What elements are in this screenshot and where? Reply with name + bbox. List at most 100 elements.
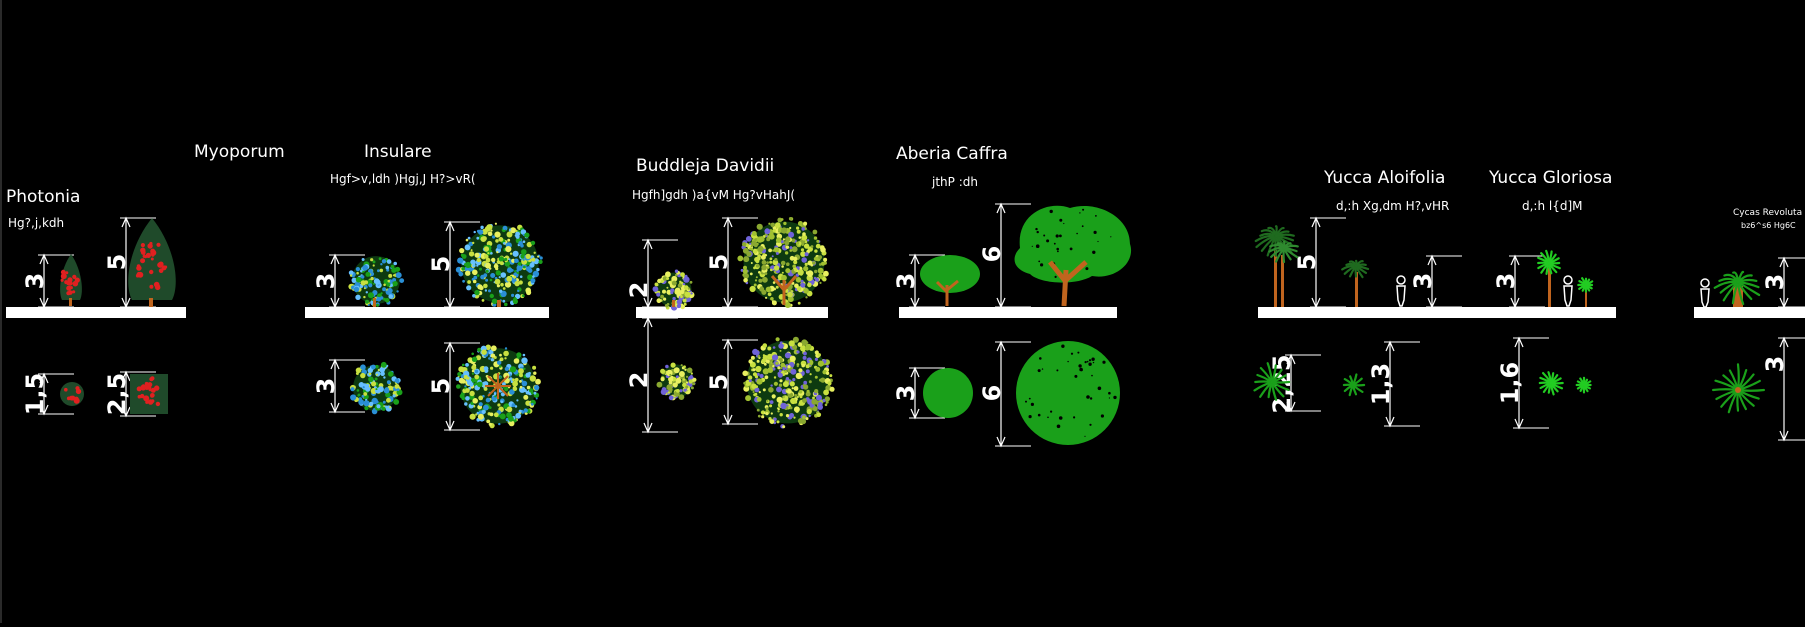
yucca-aloifolia-large-plan	[1253, 362, 1291, 401]
yucca-aloifolia-small-elevation	[1341, 259, 1370, 307]
yucca-gloriosa-tall-elevation	[1537, 249, 1561, 307]
dimension-label: 3	[312, 273, 340, 290]
label-insulare: Insulare	[364, 142, 432, 162]
label-aberia: Aberia Caffra	[896, 144, 1008, 164]
dimension: 5	[1293, 216, 1346, 309]
dimension-label: 5	[705, 254, 733, 271]
buddleja-small-elevation	[652, 269, 695, 311]
yucca-gloriosa-small-plan	[1575, 376, 1592, 394]
dimension-label: 3	[1761, 356, 1789, 373]
dimension-label: 3	[1409, 273, 1437, 290]
dimension-label: 5	[103, 254, 131, 271]
dimension: 3	[21, 253, 74, 309]
dimension-label: 6	[978, 385, 1006, 402]
dimension: 6	[978, 202, 1031, 309]
aberia-small-elevation	[920, 255, 980, 306]
dimension: 1,6	[1496, 336, 1549, 430]
dimension: 1,5	[21, 372, 74, 416]
dimension: 3	[1761, 256, 1805, 309]
human-figure-yucca	[1396, 275, 1406, 307]
dimension: 2,5	[103, 370, 156, 418]
dimension-label: 2	[625, 372, 653, 389]
dimension: 5	[427, 341, 480, 432]
dimension: 5	[103, 216, 156, 309]
buddleja-large-elevation	[737, 217, 829, 308]
dimension-label: 5	[427, 378, 455, 395]
dimension: 3	[892, 253, 945, 309]
ground-line-aberia	[899, 307, 1117, 318]
yucca-aloifolia-tall-elevation	[1254, 225, 1299, 307]
dimension-label: 1,5	[21, 373, 49, 416]
label-yucca-gloriosa: Yucca Gloriosa	[1488, 168, 1612, 188]
sublabel-cycas: bz6^s6 Hg6C	[1741, 221, 1796, 230]
buddleja-small-plan	[656, 362, 697, 401]
photonia-small-plan	[60, 382, 84, 406]
viewport-edge-line	[0, 0, 2, 623]
dimension-label: 3	[1761, 274, 1789, 291]
dimension: 3	[892, 366, 945, 420]
dimension: 3	[312, 253, 365, 309]
cycas-plan	[1712, 363, 1765, 414]
dimension-label: 3	[312, 378, 340, 395]
ground-line-myoporum	[305, 307, 549, 318]
dimension: 3	[1409, 254, 1462, 309]
photonia-small-elevation	[60, 254, 82, 306]
dimension-label: 5	[427, 256, 455, 273]
myoporum-small-plan	[349, 361, 403, 415]
dimension: 2	[625, 316, 678, 434]
sublabel-yucca-aloifolia: d,:h Xg,dm H?,vHR	[1336, 199, 1449, 213]
sublabel-myoporum: Hgf>v,ldh )Hgj,J H?>vR(	[330, 172, 476, 186]
myoporum-large-plan	[455, 344, 541, 429]
buddleja-large-plan	[742, 336, 835, 429]
sublabel-aberia: jthP :dh	[931, 175, 978, 189]
sublabel-photonia: Hg?,j,kdh	[8, 216, 64, 230]
label-photonia: Photonia	[6, 187, 80, 207]
dimension-label: 5	[705, 374, 733, 391]
photonia-large-elevation	[128, 218, 176, 307]
human-figure-gloriosa	[1563, 275, 1573, 307]
dimension-label: 3	[1492, 273, 1520, 290]
dimension-label: 2	[625, 282, 653, 299]
dimension: 3	[1492, 254, 1545, 309]
dimension-label: 1,6	[1496, 362, 1524, 405]
dimension: 5	[427, 220, 480, 309]
dimension: 1,3	[1367, 340, 1420, 428]
ground-line-buddleja	[636, 307, 828, 318]
aberia-large-elevation	[1014, 205, 1132, 307]
dimension: 2	[625, 238, 678, 309]
ground-line-photonia	[6, 307, 186, 318]
aberia-small-plan	[923, 368, 973, 418]
label-cycas: Cycas Revoluta	[1733, 208, 1802, 218]
aberia-large-plan	[1016, 341, 1120, 445]
dimension: 3	[1761, 336, 1805, 442]
dimension: 5	[705, 216, 758, 309]
yucca-gloriosa-large-plan	[1538, 371, 1564, 396]
dimension: 3	[312, 358, 365, 414]
dimension-label: 3	[892, 385, 920, 402]
label-myoporum: Myoporum	[194, 142, 285, 162]
yucca-gloriosa-small-elevation	[1577, 277, 1594, 307]
dimension-label: 5	[1293, 254, 1321, 271]
dimension: 5	[705, 338, 758, 426]
myoporum-large-elevation	[455, 222, 543, 307]
ground-line-cycas	[1694, 307, 1805, 318]
sublabel-buddleja: Hgfh]gdh )a{vM Hg?vHahJ(	[632, 188, 795, 202]
plant-symbols	[60, 205, 1765, 445]
ground-line-yucca	[1258, 307, 1616, 318]
dimension-label: 3	[21, 273, 49, 290]
human-figure-cycas	[1700, 278, 1710, 308]
myoporum-small-elevation	[348, 256, 405, 307]
dimension-label: 6	[978, 246, 1006, 263]
dimension-label: 2,5	[103, 373, 131, 416]
dimension-label: 1,3	[1367, 363, 1395, 406]
label-yucca-aloifolia: Yucca Aloifolia	[1323, 168, 1445, 188]
sublabel-yucca-gloriosa: d,:h l{d]M	[1522, 199, 1583, 213]
photonia-large-plan	[130, 374, 168, 414]
yucca-aloifolia-small-plan	[1342, 373, 1366, 397]
dimension-label: 3	[892, 273, 920, 290]
cycas-elevation	[1713, 270, 1761, 307]
dimension: 6	[978, 340, 1031, 448]
